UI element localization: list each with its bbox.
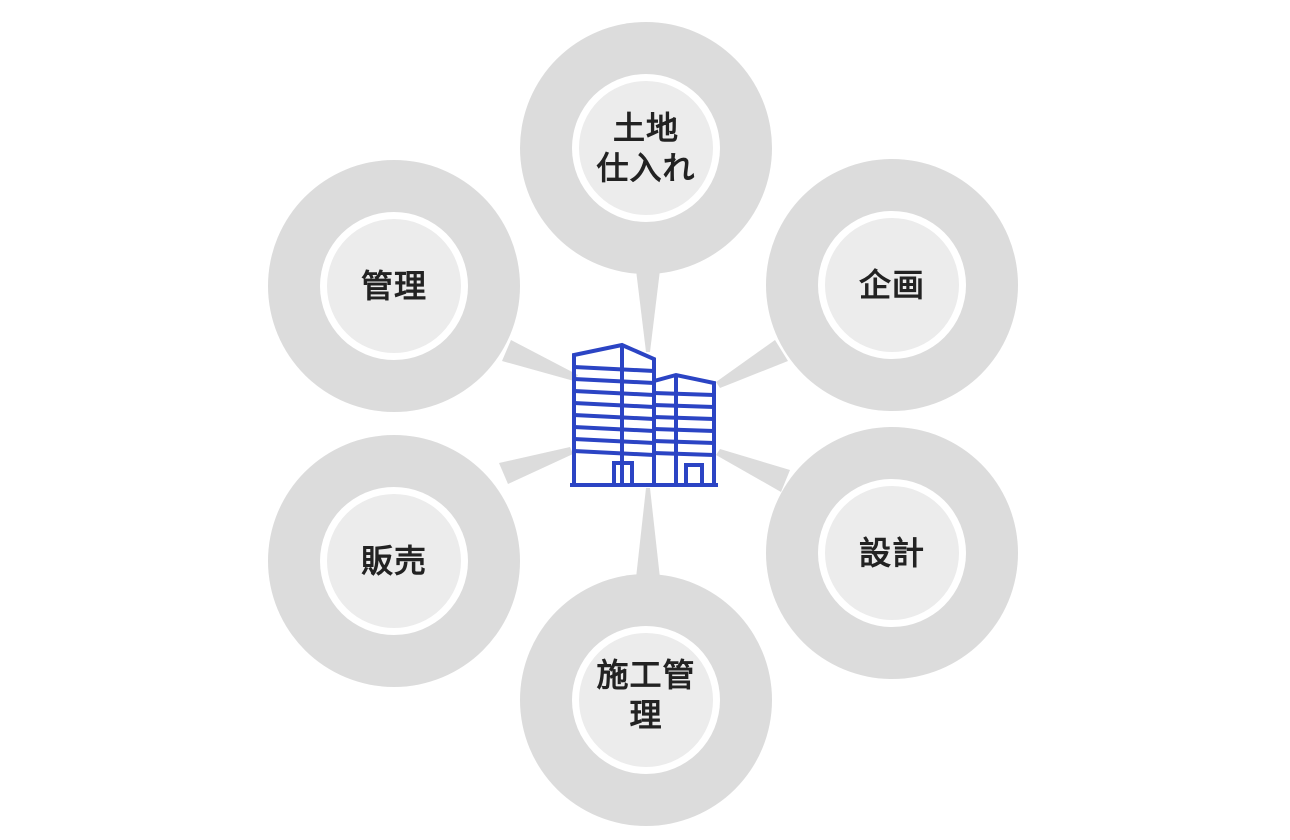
node-label-planning: 企画: [858, 266, 926, 304]
node-label-management: 管理: [360, 267, 428, 305]
node-core: [327, 494, 461, 628]
connector-upper-right: [716, 340, 788, 388]
node-inner-ring: [320, 212, 468, 360]
connector-upper-left: [502, 340, 578, 381]
node-management: 管理: [268, 160, 520, 412]
node-core: [579, 81, 713, 215]
node-inner-ring: [818, 479, 966, 627]
node-planning: 企画: [766, 159, 1018, 411]
node-core: [825, 218, 959, 352]
node-inner-ring: [572, 74, 720, 222]
node-core: [327, 219, 461, 353]
node-label-design: 設計: [858, 534, 926, 572]
node-label-land-acquisition: 土地 仕入れ: [596, 109, 696, 187]
office-buildings-icon: [570, 342, 718, 487]
node-construction-management: 施工管理: [520, 574, 772, 826]
node-inner-ring: [572, 626, 720, 774]
node-label-sales: 販売: [360, 542, 428, 580]
node-core: [579, 633, 713, 767]
connector-bottom: [636, 488, 660, 578]
node-design: 設計: [766, 427, 1018, 679]
node-sales: 販売: [268, 435, 520, 687]
node-inner-ring: [320, 487, 468, 635]
node-label-construction-management: 施工管理: [596, 655, 696, 734]
node-inner-ring: [818, 211, 966, 359]
connector-top: [636, 270, 660, 352]
node-land-acquisition: 土地 仕入れ: [520, 22, 772, 274]
connector-lower-left: [499, 447, 573, 484]
connector-lower-right: [716, 449, 790, 492]
node-core: [825, 486, 959, 620]
